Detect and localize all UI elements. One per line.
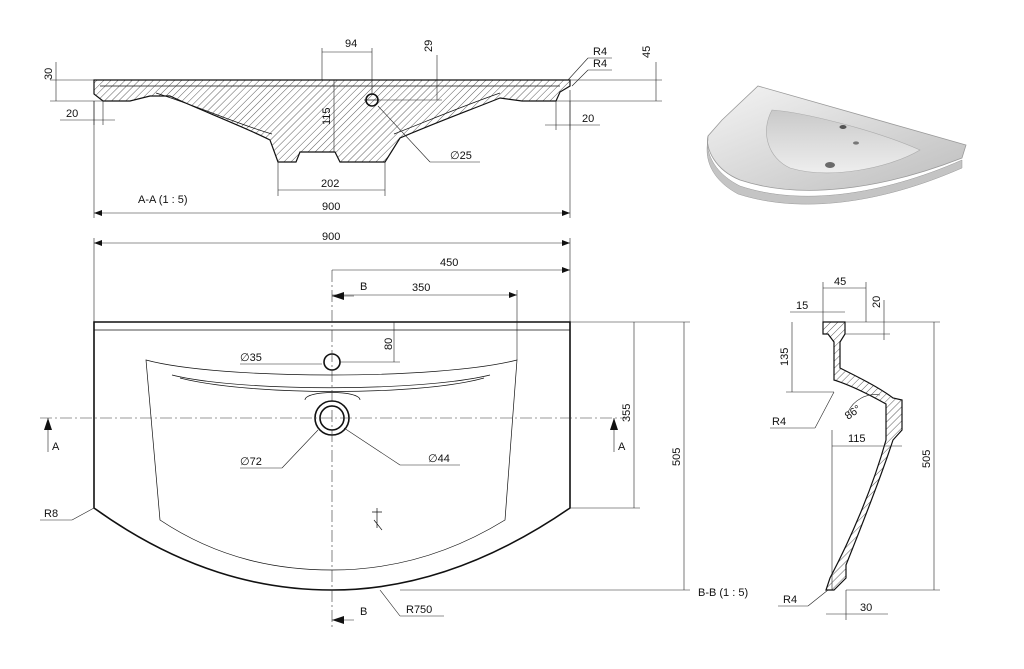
dim-900-aa: 900 bbox=[322, 201, 340, 213]
label-r8: R8 bbox=[44, 508, 58, 520]
dim-505-plan: 505 bbox=[671, 448, 683, 466]
section-a-a: 94 29 R4 R4 45 30 20 20 115 bbox=[43, 38, 662, 218]
section-a-a-profile bbox=[93, 79, 571, 163]
dim-dia72: ∅72 bbox=[240, 456, 262, 468]
b-dim-45: 45 bbox=[834, 276, 846, 288]
basin-3d-bowl bbox=[766, 109, 921, 174]
dim-29: 29 bbox=[423, 40, 435, 52]
b-dim-30: 30 bbox=[860, 602, 872, 614]
cut-b-top: B bbox=[360, 281, 367, 293]
dim-94: 94 bbox=[345, 38, 357, 50]
cut-b-bottom: B bbox=[360, 606, 367, 618]
bowl-outline bbox=[145, 359, 518, 571]
cut-a-right: A bbox=[618, 441, 626, 453]
dim-dia25: ∅25 bbox=[450, 150, 472, 162]
section-b-b-title: B-B (1 : 5) bbox=[698, 587, 748, 599]
b-dim-135: 135 bbox=[779, 348, 791, 366]
section-a-a-inner bbox=[100, 85, 560, 135]
section-b-b: 45 15 20 135 R4 86° 115 505 R4 bbox=[698, 276, 940, 620]
basin-3d-drain bbox=[825, 162, 835, 168]
basin-3d-front-edge bbox=[706, 135, 963, 205]
label-r750: R750 bbox=[406, 604, 432, 616]
dim-dia44: ∅44 bbox=[428, 453, 450, 465]
b-angle-86: 86° bbox=[843, 403, 864, 422]
basin-3d-overflow bbox=[853, 141, 859, 145]
b-dim-15: 15 bbox=[796, 300, 808, 312]
basin-3d-tap-hole bbox=[839, 125, 847, 129]
b-dim-115: 115 bbox=[848, 433, 866, 445]
section-b-b-profile bbox=[822, 321, 903, 591]
dim-900-plan: 900 bbox=[322, 231, 340, 243]
b-label-r4-top: R4 bbox=[772, 416, 786, 428]
b-label-r4-bottom: R4 bbox=[783, 594, 797, 606]
label-r4-a: R4 bbox=[593, 46, 607, 58]
plan-view: 900 450 350 80 ∅35 bbox=[40, 231, 690, 630]
dim-45: 45 bbox=[641, 46, 653, 58]
dim-20-left: 20 bbox=[66, 108, 78, 120]
b-dim-505: 505 bbox=[921, 450, 933, 468]
dim-dia35: ∅35 bbox=[240, 352, 262, 364]
dim-80: 80 bbox=[383, 338, 395, 350]
section-a-a-title: A-A (1 : 5) bbox=[138, 194, 188, 206]
basin-3d-render bbox=[706, 85, 967, 205]
dim-350: 350 bbox=[412, 282, 430, 294]
dim-20-right: 20 bbox=[582, 113, 594, 125]
dim-30: 30 bbox=[43, 68, 55, 80]
label-r4-b: R4 bbox=[593, 58, 607, 70]
dim-355: 355 bbox=[621, 404, 633, 422]
b-dim-20: 20 bbox=[871, 296, 883, 308]
dim-202: 202 bbox=[321, 178, 339, 190]
symbol-mark bbox=[372, 508, 383, 531]
dim-450: 450 bbox=[440, 257, 458, 269]
dim-115: 115 bbox=[321, 107, 333, 125]
cut-a-left: A bbox=[52, 441, 60, 453]
